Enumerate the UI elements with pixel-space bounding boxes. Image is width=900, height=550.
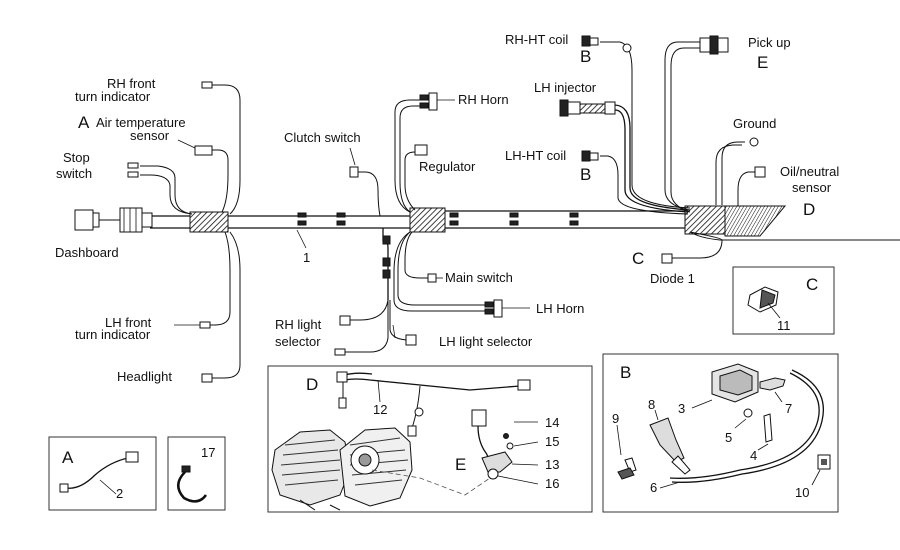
label-clutch-switch: Clutch switch xyxy=(284,130,361,145)
label-regulator: Regulator xyxy=(419,159,476,174)
label-rh-light: RH light xyxy=(275,317,322,332)
harness-junction-right xyxy=(684,205,726,235)
inset-clamp-part-17: 17 xyxy=(201,445,215,460)
inset-b-part-4: 4 xyxy=(750,448,757,463)
inset-b-part-6: 6 xyxy=(650,480,657,495)
label-letter-b-rh: B xyxy=(580,47,591,66)
inset-c: C 11 xyxy=(732,266,835,335)
inset-a: A 2 xyxy=(48,436,157,511)
label-lh-horn: LH Horn xyxy=(536,301,584,316)
label-lh-injector: LH injector xyxy=(534,80,597,95)
label-letter-e-main: E xyxy=(757,53,768,72)
label-letter-a-main: A xyxy=(78,113,90,132)
inset-b-part-8: 8 xyxy=(648,397,655,412)
dashboard-connector xyxy=(74,207,153,233)
label-ground: Ground xyxy=(733,116,776,131)
inset-d-part-15: 15 xyxy=(545,434,559,449)
label-diode-1: Diode 1 xyxy=(650,271,695,286)
label-selector: selector xyxy=(275,334,321,349)
label-lh-ht-coil: LH-HT coil xyxy=(505,148,566,163)
label-letter-c-main: C xyxy=(632,249,644,268)
inset-b-part-10: 10 xyxy=(795,485,809,500)
label-rh-front: RH front xyxy=(107,76,156,91)
inset-d: D 12 E 14 xyxy=(267,365,593,513)
inset-d-part-14: 14 xyxy=(545,415,559,430)
inset-d-part-13: 13 xyxy=(545,457,559,472)
inset-c-letter: C xyxy=(806,275,818,294)
inset-b: B 3 7 5 4 6 8 9 10 xyxy=(602,353,839,513)
harness-junction-left xyxy=(189,211,229,233)
label-dashboard: Dashboard xyxy=(55,245,119,260)
inset-b-part-5: 5 xyxy=(725,430,732,445)
diagram-labels: RH front turn indicator A Air temperatur… xyxy=(55,32,839,384)
label-lh-front: LH front xyxy=(105,315,152,330)
label-letter-b-lh: B xyxy=(580,165,591,184)
label-headlight: Headlight xyxy=(117,369,172,384)
inset-d-letter: D xyxy=(306,375,318,394)
label-rh-ht-coil: RH-HT coil xyxy=(505,32,568,47)
inset-d-letter-e: E xyxy=(455,455,466,474)
inset-a-letter: A xyxy=(62,448,74,467)
label-main-switch: Main switch xyxy=(445,270,513,285)
inset-a-part-2: 2 xyxy=(116,486,123,501)
harness-junction-center xyxy=(409,207,446,233)
label-lh-light-selector: LH light selector xyxy=(439,334,533,349)
label-sensor-oil: sensor xyxy=(792,180,832,195)
label-turn-indicator-rh: turn indicator xyxy=(75,89,151,104)
inset-d-part-12: 12 xyxy=(373,402,387,417)
inset-b-part-9: 9 xyxy=(612,411,619,426)
main-harness xyxy=(74,35,900,383)
engine-illustration xyxy=(271,427,413,511)
inset-clamp: 17 xyxy=(167,436,226,511)
inset-b-part-7: 7 xyxy=(785,401,792,416)
label-harness-number: 1 xyxy=(303,250,310,265)
inset-c-part-11: 11 xyxy=(777,318,791,333)
label-rh-horn: RH Horn xyxy=(458,92,509,107)
label-switch-stop: switch xyxy=(56,166,92,181)
inset-b-letter: B xyxy=(620,363,631,382)
label-stop: Stop xyxy=(63,150,90,165)
inset-d-part-16: 16 xyxy=(545,476,559,491)
label-turn-indicator-lh: turn indicator xyxy=(75,327,151,342)
label-sensor-air: sensor xyxy=(130,128,170,143)
label-pick-up: Pick up xyxy=(748,35,791,50)
label-letter-d-main: D xyxy=(803,200,815,219)
label-oil-neutral: Oil/neutral xyxy=(780,164,839,179)
inset-b-part-3: 3 xyxy=(678,401,685,416)
label-air-temperature: Air temperature xyxy=(96,115,186,130)
